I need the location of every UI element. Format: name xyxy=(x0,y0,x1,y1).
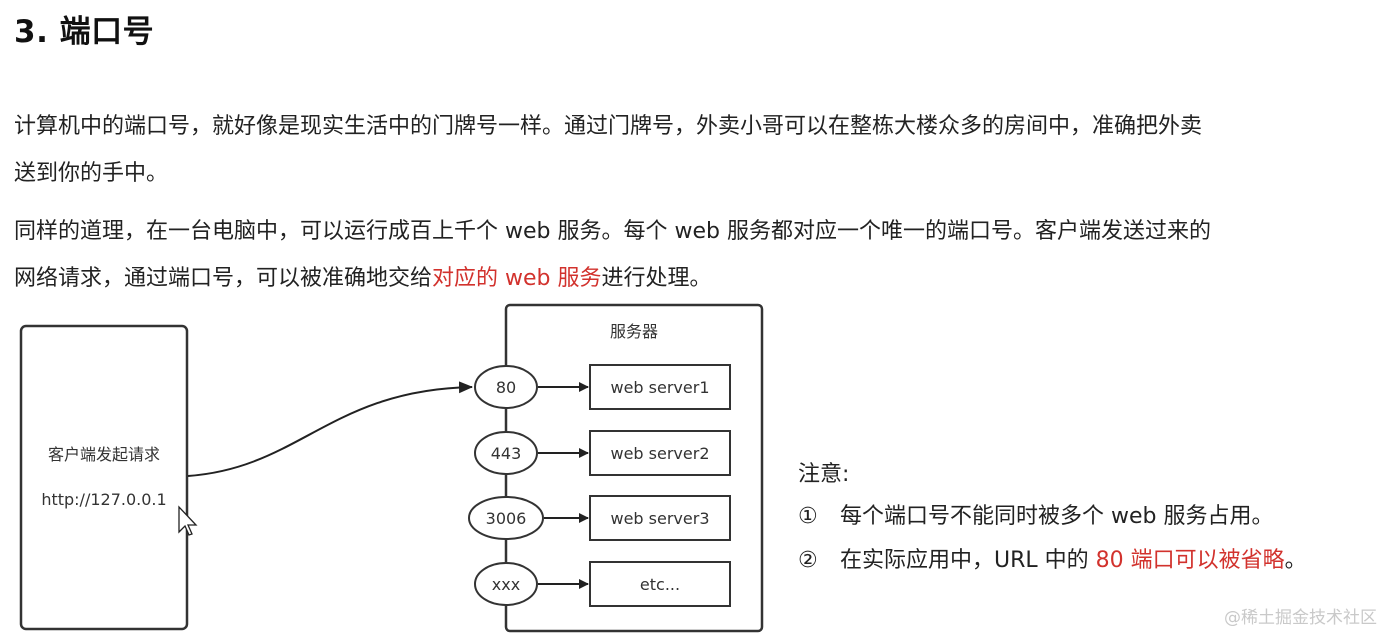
note-item: ① 每个端口号不能同时被多个 web 服务占用。 xyxy=(798,495,1307,539)
paragraph-line: 送到你的手中。 xyxy=(14,161,169,186)
paragraph-line: 同样的道理，在一台电脑中，可以运行成百上千个 web 服务。每个 web 服务都… xyxy=(14,219,1211,244)
client-box xyxy=(19,324,189,631)
note-item: ② 在实际应用中，URL 中的 80 端口可以被省略。 xyxy=(798,539,1307,583)
paragraph-web-services: 同样的道理，在一台电脑中，可以运行成百上千个 web 服务。每个 web 服务都… xyxy=(14,208,1211,302)
service-label: web server3 xyxy=(611,509,710,528)
note-text: 每个端口号不能同时被多个 web 服务占用。 xyxy=(840,504,1274,529)
notes-title: 注意: xyxy=(798,462,850,487)
paragraph-port-intro: 计算机中的端口号，就好像是现实生活中的门牌号一样。通过门牌号，外卖小哥可以在整栋… xyxy=(14,103,1202,197)
cursor-icon xyxy=(178,505,198,536)
service-label: web server1 xyxy=(611,378,710,397)
text-segment: 进行处理。 xyxy=(601,266,712,291)
note-number: ① xyxy=(798,504,818,529)
watermark: @稀土掘金技术社区 xyxy=(1224,608,1377,628)
note-number: ② xyxy=(798,548,818,573)
service-box-3 xyxy=(589,495,731,541)
page-title: 3. 端口号 xyxy=(14,14,155,50)
port-label: 3006 xyxy=(486,509,527,528)
highlight-text: 对应的 web 服务 xyxy=(432,266,602,291)
service-box-1 xyxy=(589,364,731,410)
service-box-2 xyxy=(589,430,731,476)
note-text: 。 xyxy=(1284,548,1307,573)
request-arrow xyxy=(187,381,473,477)
note-text: 在实际应用中，URL 中的 xyxy=(840,548,1096,573)
port-label: xxx xyxy=(492,575,520,594)
service-label: web server2 xyxy=(611,444,710,463)
service-label: etc... xyxy=(640,575,680,594)
text-segment: 网络请求，通过端口号，可以被准确地交给 xyxy=(14,266,433,291)
notes-section: 注意: ① 每个端口号不能同时被多个 web 服务占用。 ② 在实际应用中，URL … xyxy=(798,455,1307,583)
server-label: 服务器 xyxy=(610,322,658,341)
client-address: http://127.0.0.1 xyxy=(41,490,166,509)
service-box-4 xyxy=(589,561,731,607)
client-label: 客户端发起请求 xyxy=(48,445,160,464)
port-ellipse-3006 xyxy=(468,496,544,540)
highlight-text: 80 端口可以被省略 xyxy=(1095,548,1285,573)
paragraph-line: 计算机中的端口号，就好像是现实生活中的门牌号一样。通过门牌号，外卖小哥可以在整栋… xyxy=(14,114,1203,139)
port-ellipse-xxx xyxy=(474,562,538,606)
port-ellipse-443 xyxy=(474,431,538,475)
port-ellipse-80 xyxy=(474,365,538,409)
port-label: 443 xyxy=(491,444,522,463)
paragraph-line: 网络请求，通过端口号，可以被准确地交给对应的 web 服务进行处理。 xyxy=(14,255,1211,302)
port-label: 80 xyxy=(496,378,516,397)
